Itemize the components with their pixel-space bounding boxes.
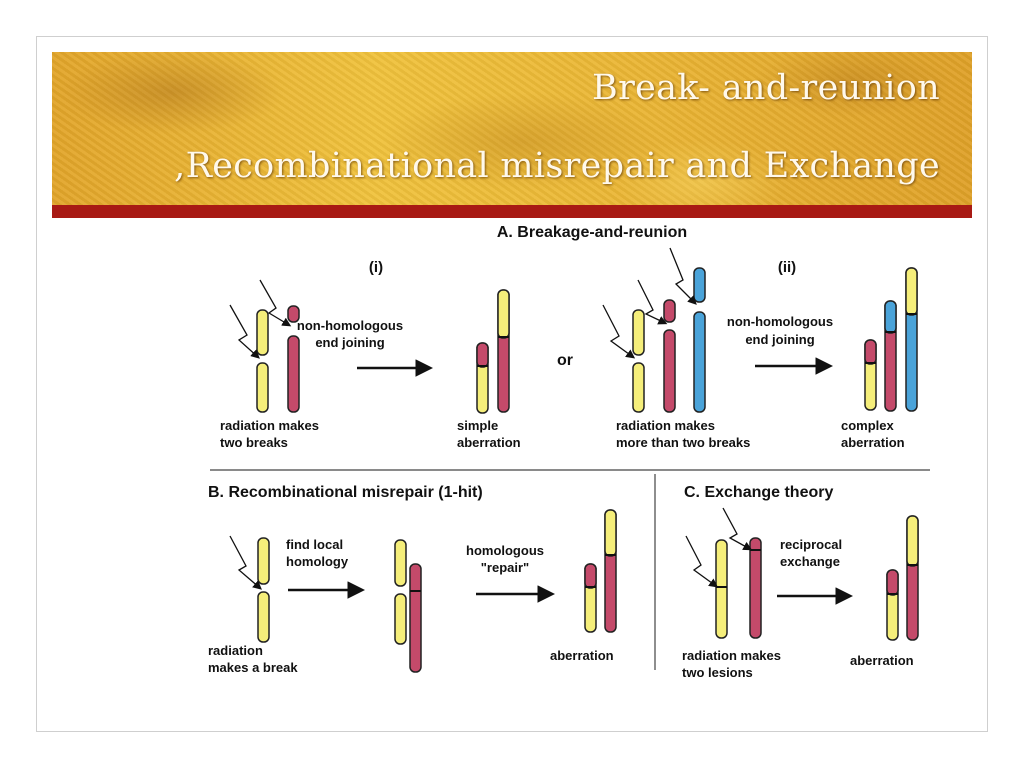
title-accent-bar — [52, 205, 972, 218]
c-result-label: aberration — [850, 653, 914, 668]
b-cause-2: makes a break — [208, 660, 298, 675]
c-radiation-bolts — [685, 507, 753, 588]
a-ii-initial-chromosomes — [632, 267, 706, 413]
a-ii-result-chromosomes — [864, 267, 918, 412]
a-ii-cause-1: radiation makes — [616, 418, 715, 433]
a-i-step-label-2: end joining — [315, 335, 384, 350]
c-cause-1: radiation makes — [682, 648, 781, 663]
a-ii-result-2: aberration — [841, 435, 905, 450]
or-label: or — [557, 352, 573, 369]
c-result-chromosomes — [886, 515, 919, 641]
b-cause-1: radiation — [208, 643, 263, 658]
a-ii-cause-2: more than two breaks — [616, 435, 750, 450]
section-b-heading: B. Recombinational misrepair (1-hit) — [208, 484, 483, 501]
a-i-result-1: simple — [457, 418, 498, 433]
b-initial-chromosome — [257, 537, 270, 643]
a-i-initial-chromosomes — [256, 305, 300, 413]
b-paired-chromosomes — [394, 539, 422, 673]
b-step1-label-2: homology — [286, 554, 349, 569]
slide-title-line-1: Break- and-reunion — [592, 68, 940, 108]
part-ii-label: (ii) — [778, 259, 796, 276]
c-step-label-2: exchange — [780, 554, 840, 569]
a-i-result-2: aberration — [457, 435, 521, 450]
slide-title-line-2: ,Recombinational misrepair and Exchange — [174, 146, 940, 186]
a-ii-radiation-bolts — [602, 247, 697, 359]
b-result-label: aberration — [550, 648, 614, 663]
a-ii-step-label-1: non-homologous — [727, 314, 833, 329]
b-step1-label-1: find local — [286, 537, 343, 552]
part-i-label: (i) — [369, 259, 383, 276]
a-i-cause-1: radiation makes — [220, 418, 319, 433]
a-i-cause-2: two breaks — [220, 435, 288, 450]
a-i-result-chromosomes — [476, 289, 510, 414]
section-a-heading: A. Breakage-and-reunion — [497, 224, 687, 241]
b-step2-label-2: "repair" — [481, 560, 529, 575]
title-banner: Break- and-reunion ,Recombinational misr… — [52, 52, 972, 205]
b-result-chromosomes — [584, 509, 617, 633]
c-step-label-1: reciprocal — [780, 537, 842, 552]
c-cause-2: two lesions — [682, 665, 753, 680]
chromosome-aberration-diagram: A. Breakage-and-reunion (i) (ii) non-hom… — [208, 224, 930, 680]
a-ii-step-label-2: end joining — [745, 332, 814, 347]
a-i-radiation-bolts — [229, 279, 292, 359]
a-i-step-label-1: non-homologous — [297, 318, 403, 333]
b-step2-label-1: homologous — [466, 543, 544, 558]
b-radiation-bolt — [229, 535, 262, 590]
c-initial-chromosomes — [715, 537, 762, 639]
a-ii-result-1: complex — [841, 418, 895, 433]
section-c-heading: C. Exchange theory — [684, 484, 833, 501]
